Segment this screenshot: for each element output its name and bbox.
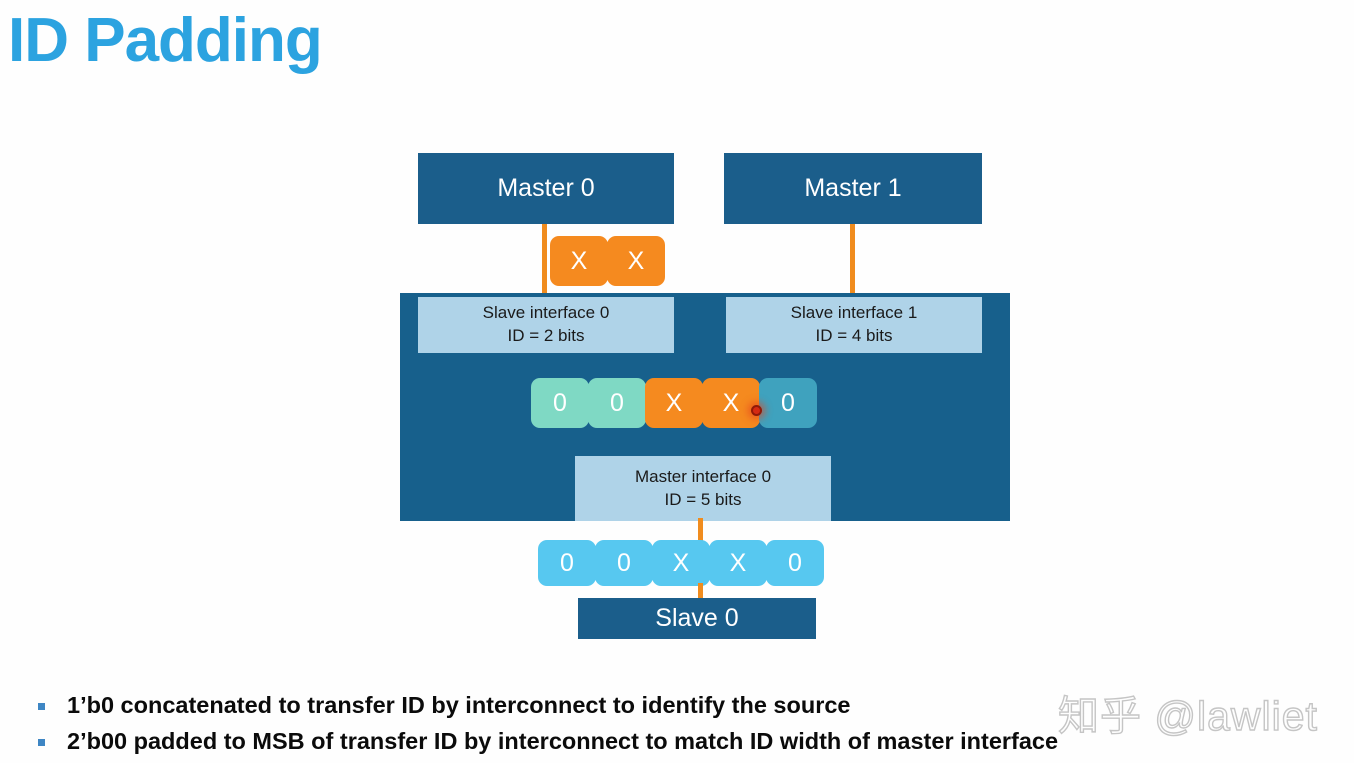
output-id-bit-row: 0 0 X X 0 bbox=[538, 540, 824, 586]
bit-cell[interactable]: 0 bbox=[595, 540, 653, 586]
bit-cell-value: 0 bbox=[781, 388, 795, 417]
slave-0-box[interactable]: Slave 0 bbox=[578, 598, 816, 639]
bit-cell[interactable]: 0 bbox=[531, 378, 589, 428]
bit-cell-value: X bbox=[570, 246, 588, 275]
bit-cell-value: X bbox=[665, 388, 683, 417]
slave-interface-1-box[interactable]: Slave interface 1 ID = 4 bits bbox=[726, 297, 982, 353]
bit-cell[interactable]: 0 bbox=[759, 378, 817, 428]
bullet-square-icon bbox=[38, 703, 45, 710]
bit-cell[interactable]: 0 bbox=[588, 378, 646, 428]
slave-interface-0-box[interactable]: Slave interface 0 ID = 2 bits bbox=[418, 297, 674, 353]
slave-0-label: Slave 0 bbox=[655, 604, 739, 632]
bit-cell[interactable]: X bbox=[702, 378, 760, 428]
wire-master0-to-slave-interface0 bbox=[542, 224, 547, 297]
bit-cell[interactable]: X bbox=[652, 540, 710, 586]
bit-cell-value: X bbox=[729, 548, 747, 577]
bullet-text: 2’b00 padded to MSB of transfer ID by in… bbox=[67, 727, 1059, 754]
bit-cell[interactable]: X bbox=[550, 236, 608, 286]
bullet-square-icon bbox=[38, 738, 45, 746]
bit-cell-value: 0 bbox=[617, 548, 631, 577]
master-1-label: Master 1 bbox=[804, 174, 902, 202]
master-interface-0-id-width: ID = 5 bits bbox=[664, 489, 742, 509]
master-interface-0-name: Master interface 0 bbox=[634, 466, 772, 486]
slave-interface-1-id-width: ID = 4 bits bbox=[815, 326, 893, 345]
bit-cell-value: 0 bbox=[788, 548, 802, 577]
bit-cell-value: 0 bbox=[610, 388, 624, 417]
cursor-marker-dot bbox=[751, 405, 762, 416]
bit-cell[interactable]: 0 bbox=[538, 540, 596, 586]
bit-cell-value: 0 bbox=[553, 388, 567, 417]
slave-interface-1-name: Slave interface 1 bbox=[790, 303, 918, 323]
wire-master1-to-slave-interface1 bbox=[850, 224, 855, 297]
wire-output-bits-to-slave0 bbox=[698, 583, 703, 599]
bit-cell[interactable]: X bbox=[607, 236, 665, 286]
bit-cell-value: X bbox=[627, 246, 645, 275]
slave-interface-0-id-width: ID = 2 bits bbox=[507, 326, 585, 345]
bit-cell-value: 0 bbox=[560, 548, 574, 577]
master-0-box[interactable]: Master 0 bbox=[418, 153, 674, 224]
page-title: ID Padding bbox=[8, 6, 323, 75]
bit-cell[interactable]: X bbox=[645, 378, 703, 428]
master-0-label: Master 0 bbox=[497, 174, 595, 202]
master-interface-0-box[interactable]: Master interface 0 ID = 5 bits bbox=[575, 456, 831, 521]
slave-interface-0-name: Slave interface 0 bbox=[482, 303, 610, 323]
bullet-text: 1’b0 concatenated to transfer ID by inte… bbox=[67, 692, 851, 718]
bullet-list: 1’b0 concatenated to transfer ID by inte… bbox=[38, 688, 1348, 759]
wire-master-interface-to-output-bits bbox=[698, 518, 703, 545]
bit-cell[interactable]: 0 bbox=[766, 540, 824, 586]
list-item: 2’b00 padded to MSB of transfer ID by in… bbox=[38, 724, 1348, 760]
bit-cell[interactable]: X bbox=[709, 540, 767, 586]
bit-cell-value: X bbox=[672, 548, 690, 577]
bit-cell-value: X bbox=[722, 388, 740, 417]
master0-id-bit-row: X X bbox=[550, 236, 665, 286]
list-item: 1’b0 concatenated to transfer ID by inte… bbox=[38, 688, 1348, 724]
master-1-box[interactable]: Master 1 bbox=[724, 153, 982, 224]
internal-id-bit-row: 0 0 X X 0 bbox=[531, 378, 817, 428]
